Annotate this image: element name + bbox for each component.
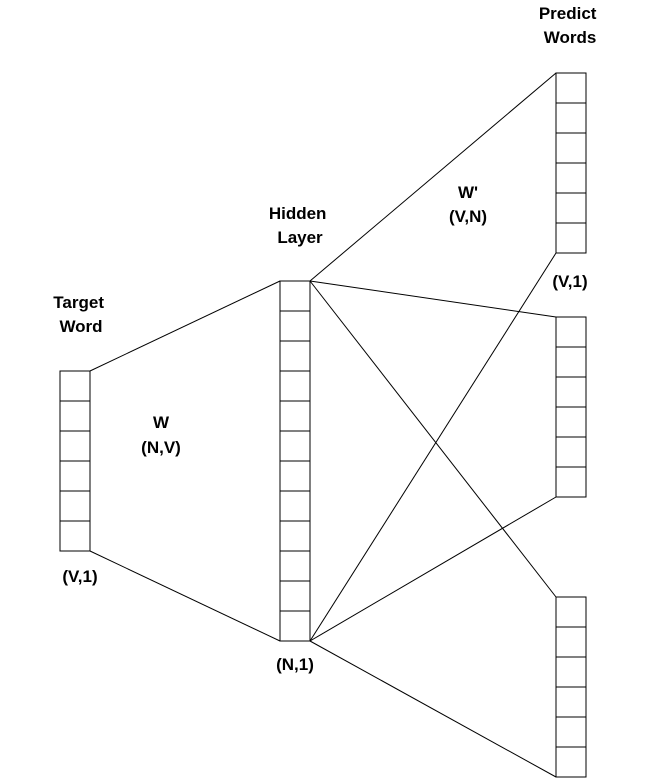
hidden-layer-cell [279,580,311,612]
connections [89,72,557,778]
predict-word-3-cell [555,746,587,778]
target-dim-label: (V,1) [62,567,97,586]
w-prime-name-label: W' [458,183,478,202]
hidden-layer-cell [279,430,311,462]
target-word-cell [59,460,91,492]
predict-word-3-cell [555,626,587,658]
hidden-layer-cell [279,310,311,342]
predict-word-3-cell [555,686,587,718]
predict-word-2-cell [555,436,587,468]
predict-word-2-cell [555,466,587,498]
target-word-cell [59,520,91,552]
hidden-layer-label: Hidden Layer [269,204,331,247]
hidden-layer-cell [279,340,311,372]
hidden-layer-label-line1: Hidden [269,204,327,223]
predict-word-1-cell [555,222,587,254]
predict-word-2-cell [555,406,587,438]
hidden-layer-cell [279,370,311,402]
predict-word-1-cell [555,72,587,104]
hidden-layer-cell [279,400,311,432]
predict-word-2-cell [555,376,587,408]
hidden-layer-cell [279,550,311,582]
w-edge-bottom [89,550,281,642]
hidden-to-predict2-bottom [309,496,557,642]
w-edge-top [89,280,281,372]
predict-word-2-cell [555,316,587,348]
predict-word-3-cell [555,656,587,688]
predict-word-vector-1 [555,72,587,254]
target-word-cell [59,490,91,522]
predict-word-vector-2 [555,316,587,498]
w-dim-label: (N,V) [141,438,181,457]
hidden-to-predict2-top [309,280,557,318]
target-word-cell [59,430,91,462]
predict-word-1-cell [555,102,587,134]
target-word-cell [59,370,91,402]
hidden-layer-cell [279,610,311,642]
hidden-layer-vector [279,280,311,642]
predict-word-1-cell [555,132,587,164]
predict-word-3-cell [555,716,587,748]
predict-words-label-line2: Words [544,28,597,47]
w-prime-dim-label: (V,N) [449,207,487,226]
hidden-layer-cell [279,520,311,552]
predict-word-1-cell [555,192,587,224]
predict-word-3-cell [555,596,587,628]
predict-words-label-line1: Predict [539,4,597,23]
target-word-label-line2: Word [59,317,102,336]
hidden-to-predict3-top [309,280,557,598]
target-word-label-line1: Target [53,293,104,312]
predict-word-vector-3 [555,596,587,778]
hidden-to-predict3-bottom [309,640,557,778]
target-word-cell [59,400,91,432]
hidden-layer-label-line2: Layer [277,228,323,247]
predict-words-label: Predict Words [539,4,601,47]
predict-dim-label: (V,1) [552,272,587,291]
target-word-label: Target Word [53,293,108,336]
w-name-label: W [153,413,170,432]
hidden-dim-label: (N,1) [276,655,314,674]
hidden-layer-cell [279,280,311,312]
hidden-to-predict1-top [309,72,557,282]
hidden-layer-cell [279,490,311,522]
predict-word-1-cell [555,162,587,194]
target-word-vector [59,370,91,552]
hidden-to-predict1-bottom [309,252,557,642]
hidden-layer-cell [279,460,311,492]
predict-word-2-cell [555,346,587,378]
